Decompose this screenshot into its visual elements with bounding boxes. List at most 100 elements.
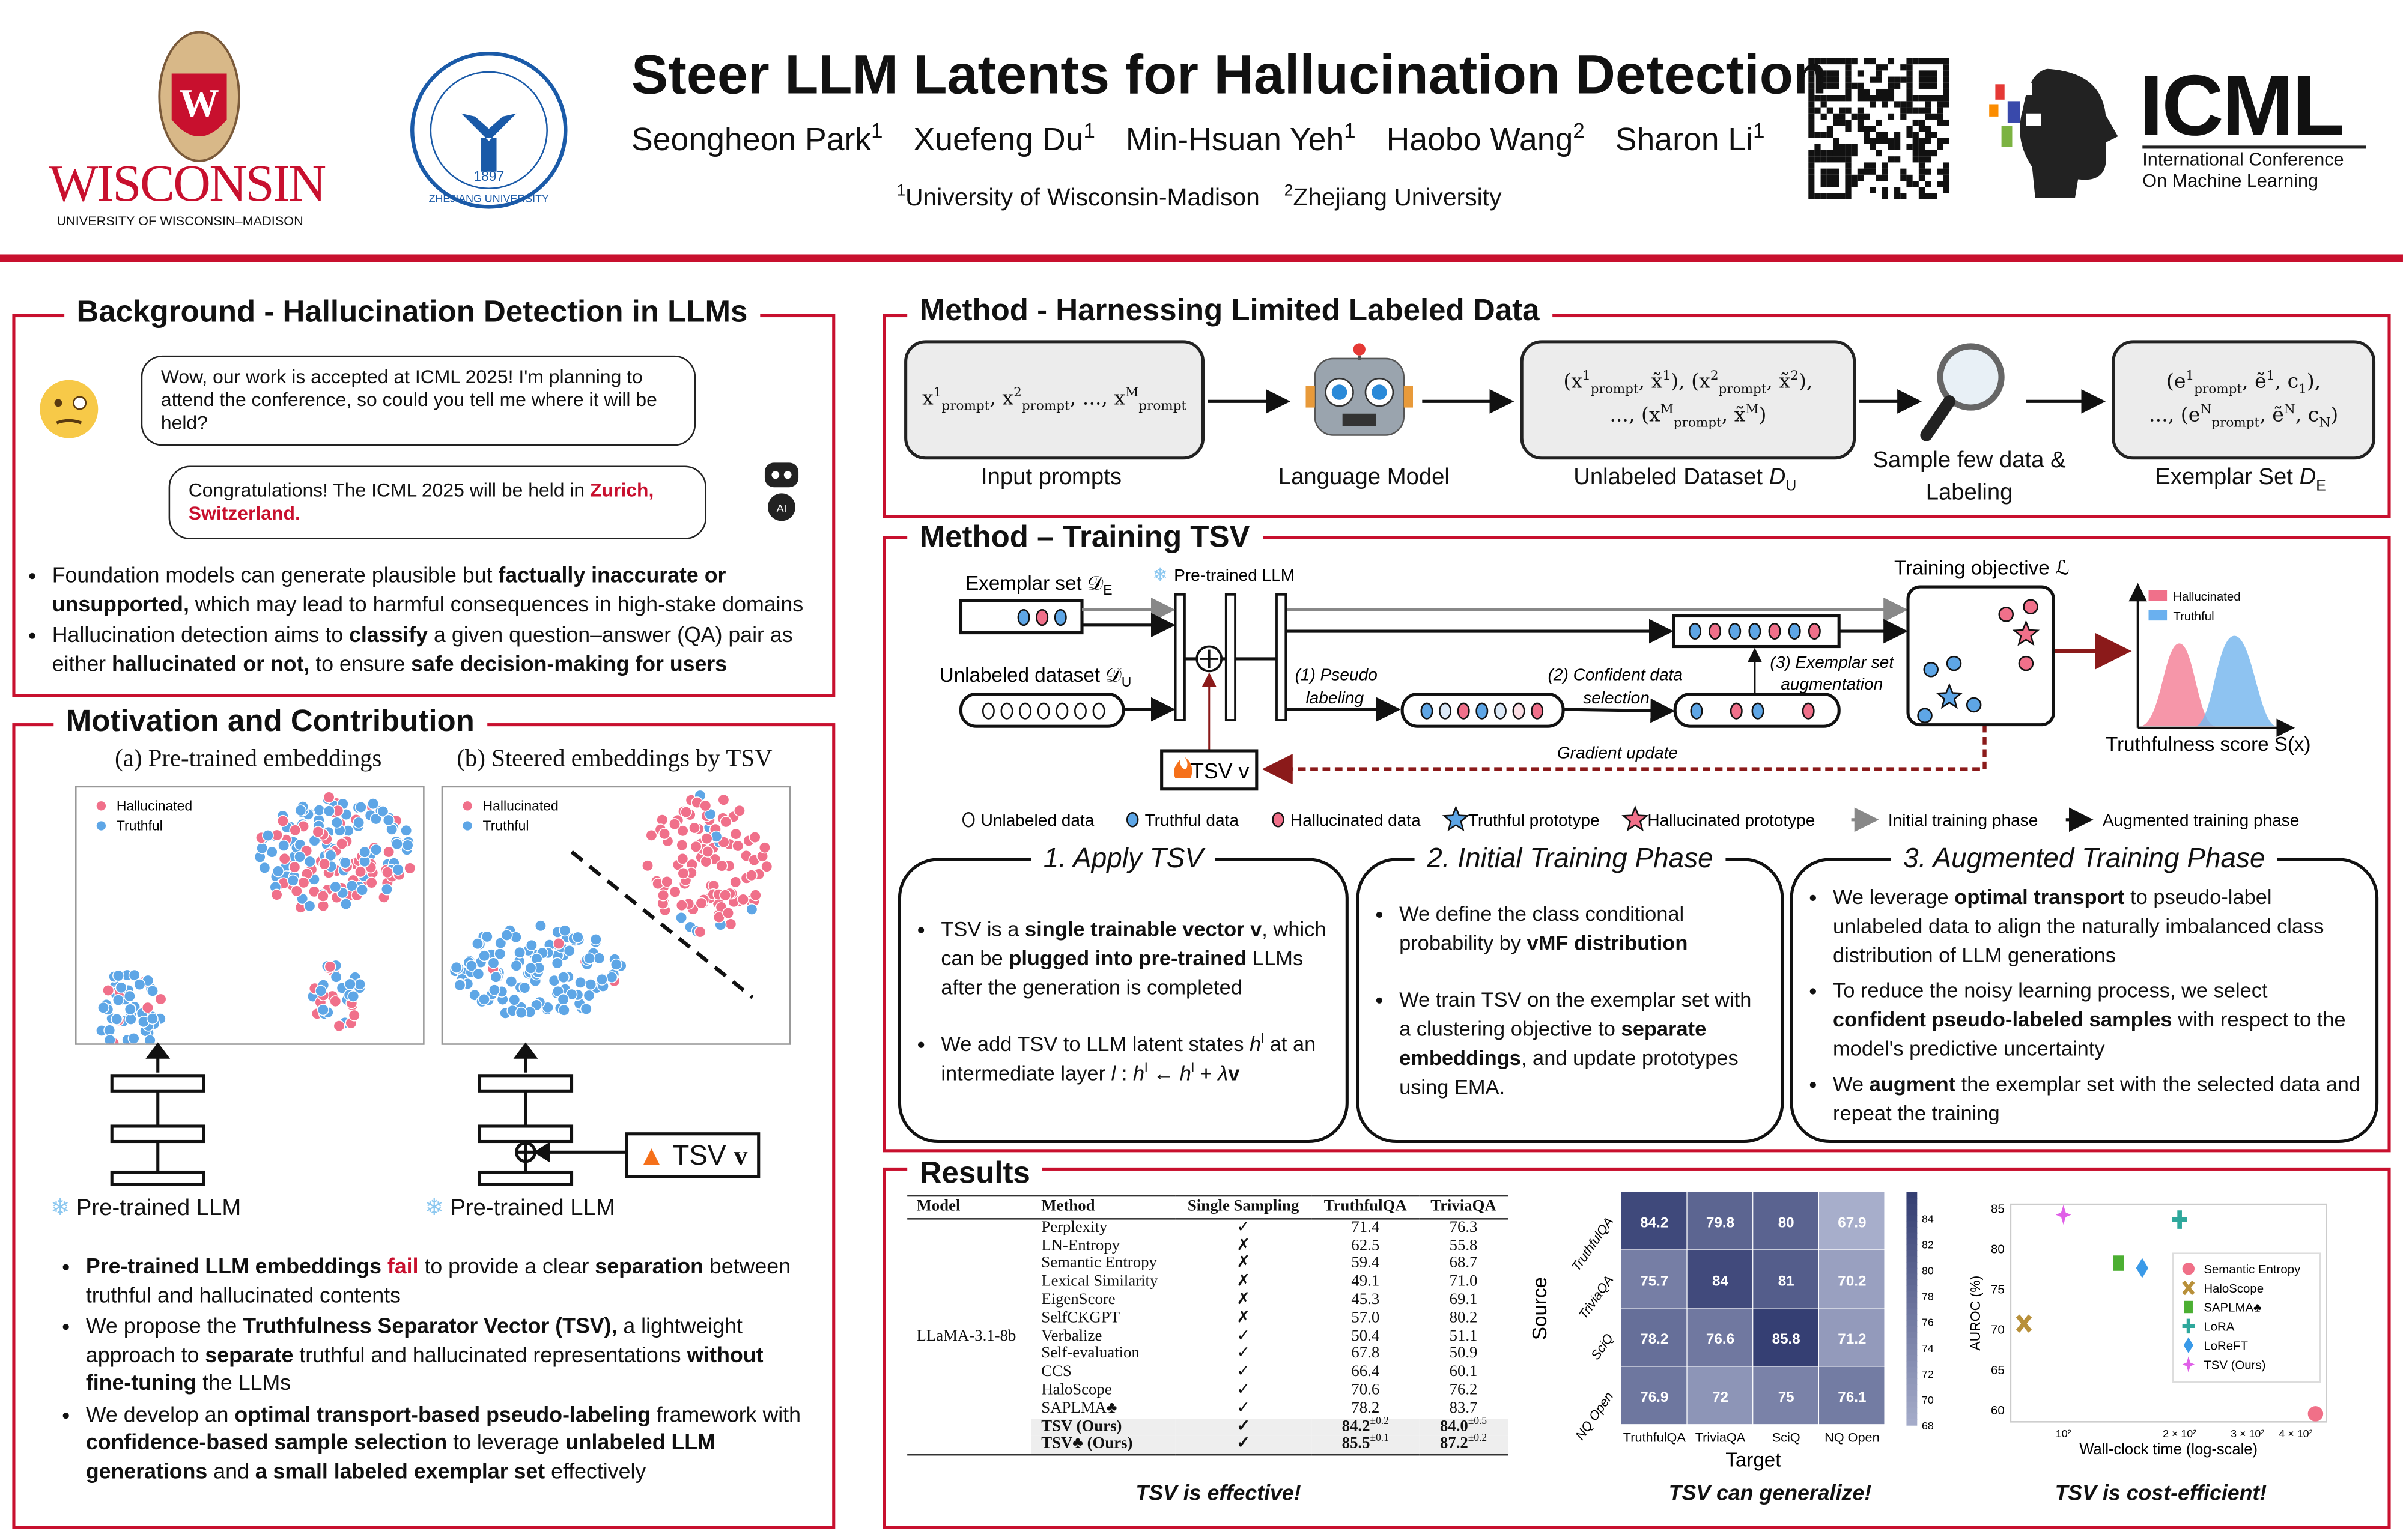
hallucinated-point [719,889,732,902]
text-segment: M [1660,401,1674,417]
llm-stack-b [478,1042,625,1186]
objective-box [1906,585,2055,727]
truthful-point [272,865,284,878]
qr-code[interactable] [1808,58,1949,199]
colorbar-tick: 72 [1922,1368,1934,1380]
snowflake-icon: ❄ [50,1195,70,1222]
text-segment: ) [1758,404,1767,428]
text-segment: single trainable vector v [1025,918,1262,941]
affiliation: 1University of Wisconsin-Madison [896,183,1260,212]
truthful-point [472,938,484,950]
text-segment: , x̃ [1766,371,1791,394]
truthful-point [345,879,358,892]
truthful-point [559,924,571,937]
truthful-point [454,979,466,992]
author-affiliation: 2 [1573,119,1585,143]
truthful-data [1054,609,1067,626]
truthful-point [518,981,531,994]
unlabeled-data [982,702,995,720]
hallucinated-point [290,885,303,897]
text-segment: ..., (x [1609,404,1660,428]
text-segment: We define the class conditional probabil… [1399,902,1685,955]
hallucinated-point [702,845,714,858]
truthful-point [353,816,365,829]
hallucinated-point [336,837,348,850]
x-axis-label: Wall-clock time (log-scale) [2079,1441,2258,1458]
text-segment: To reduce the noisy learning process, we… [1832,979,2268,1002]
colorbar-tick: 84 [1922,1213,1934,1225]
text-segment: which may lead to harmful consequences i… [189,590,804,616]
truthful-point [610,958,622,971]
point-x [2016,1314,2032,1333]
text-segment: , ẽ [2259,404,2284,428]
legend-label: Hallucinated [483,798,559,813]
objective-label: Training objective ℒ [1894,557,2070,580]
bullet-item: TSV is a single trainable vector v, whic… [941,915,1333,1002]
main-arrows [1082,597,2132,785]
hallucinated-point [676,825,689,837]
llm-label: Pre-trained LLM [76,1195,242,1222]
truthful-point [324,849,337,862]
x-tick-label: 3 × 10² [2231,1428,2264,1440]
point-circle [2307,1406,2324,1422]
llm-stack-a [110,1042,205,1186]
pretrained-llm-label: Pre-trained LLM [1174,566,1295,584]
dist-legend-hallucinated: Hallucinated [2173,590,2240,604]
language-model-label: Language Model [1278,464,1450,491]
legend-label: SAPLMA♣ [2204,1302,2261,1315]
motivation-title: Motivation and Contribution [53,705,487,741]
truthful-point [261,829,274,842]
bullet-item: We augment the exemplar set with the sel… [1833,1070,2363,1128]
legend-label: Hallucinated [117,798,192,813]
bullet-item: Hallucination detection aims to classify… [52,620,819,677]
point-plus [2172,1210,2187,1229]
y-tick-label: SciQ [1588,1330,1616,1362]
zju-logo: 1897 ZHEJIANG UNIVERSITY [408,49,570,219]
text-segment: confidence-based sample selection [85,1429,448,1454]
author-affiliation: 1 [1344,119,1356,143]
truthful-point [303,900,316,912]
exemplar-set-box: (e1prompt, ẽ1, c1),..., (eNprompt, ẽN, c… [2112,340,2376,460]
truthful-point [589,933,602,945]
text-segment: ) [2330,404,2339,428]
colorbar-segment [1906,1279,1918,1287]
triviaqa-cell: 60.1 [1449,1363,1478,1381]
language-model-robot-icon [1305,340,1414,458]
step-box: 3. Augmented Training PhaseWe leverage o… [1790,843,2379,1144]
truthfulqa-cell: 71.4 [1351,1219,1380,1237]
author: Sharon Li1 [1615,121,1765,158]
single-sampling-cell: ✗ [1236,1237,1250,1255]
hallucinated-point [761,860,773,873]
background-title: Background - Hallucination Detection in … [64,296,760,332]
truthful-point [258,861,271,874]
text-segment: v [1228,1061,1240,1085]
truthful-point [481,930,493,943]
truthful-point [294,850,306,863]
truthful-point [377,805,389,817]
text-segment: : [1116,1061,1134,1085]
legend-marker [2184,1300,2193,1314]
truthful-point [535,920,547,932]
text-segment: U [1785,477,1797,495]
truthful-point [347,990,360,1002]
heatmap-value: 72 [1712,1389,1728,1405]
text-segment: a small labeled exemplar set [255,1458,545,1483]
truthful-data [1017,609,1030,626]
affiliation-number: 1 [896,183,906,201]
heatmap-value: 71.2 [1838,1331,1866,1347]
colorbar-segment [1906,1204,1918,1211]
hallucinated-point [699,799,712,812]
single-sampling-cell: ✓ [1236,1363,1250,1381]
snowflake-icon: ❄ [1152,565,1168,585]
text-segment: Congratulations! The ICML 2025 will be h… [188,479,591,502]
hallucinated-data [2023,599,2038,614]
confident-data [1751,702,1764,720]
hallucinated-point [270,888,283,901]
method-cell: Self-evaluation [1041,1345,1140,1363]
affiliation-name: University of Wisconsin-Madison [905,185,1260,212]
hallucinated-point [317,890,329,902]
